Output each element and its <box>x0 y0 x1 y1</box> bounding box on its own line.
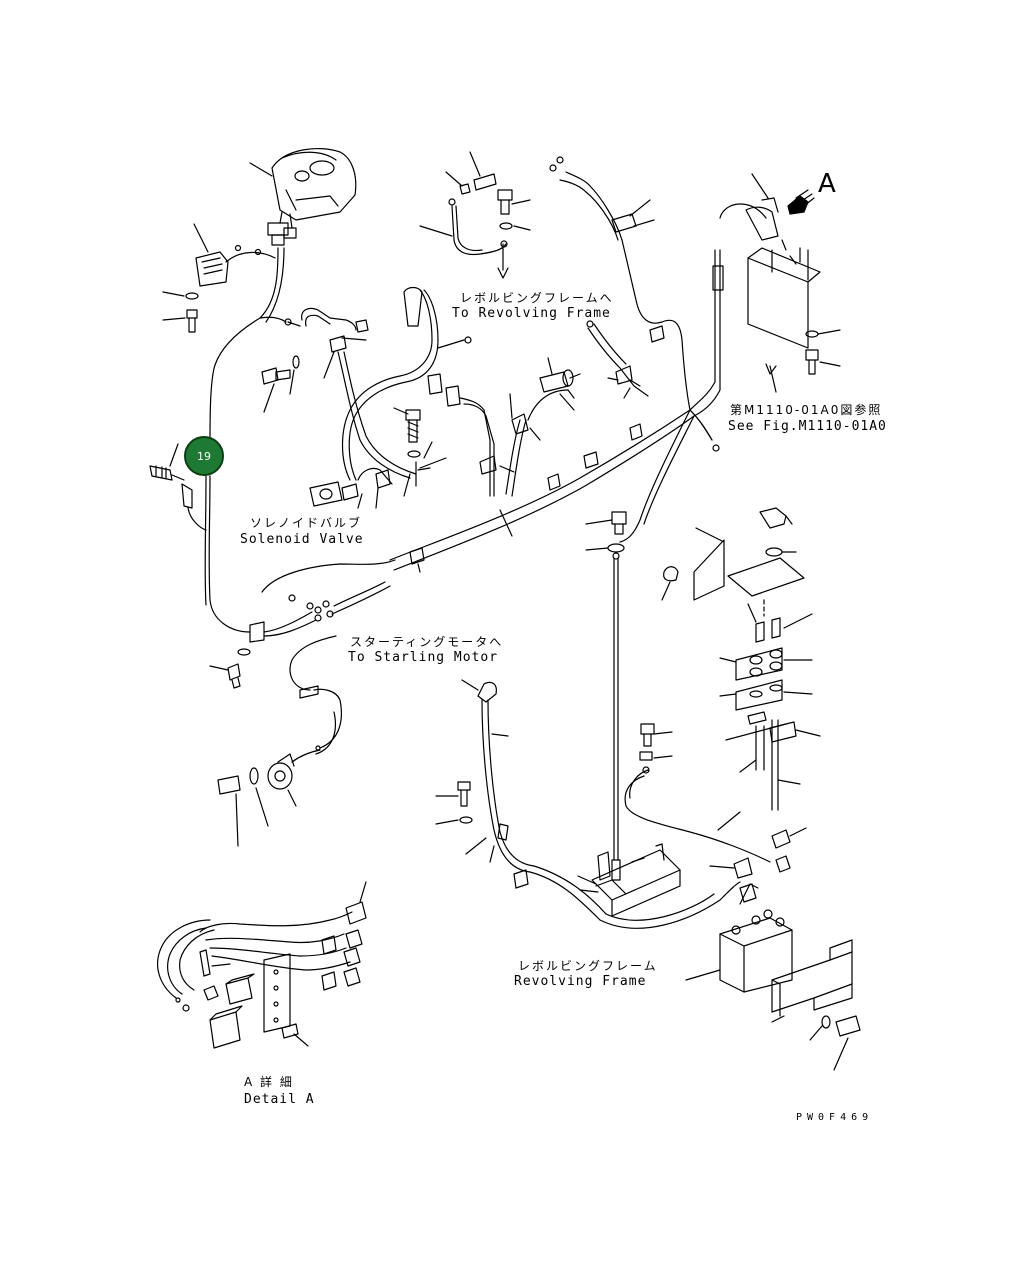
detail-a-jp-label: A 詳 細 <box>244 1075 294 1089</box>
view-marker-label: A <box>818 169 836 199</box>
starting-motor-jp-label: スターティングモータへ <box>350 635 504 649</box>
relay-connector <box>193 223 276 287</box>
see-fig-en-label: See Fig.M1110-01A0 <box>728 419 887 434</box>
bolt-center-left <box>261 355 300 413</box>
monitor-panel <box>249 147 357 246</box>
connector-cluster <box>261 559 396 622</box>
revolving-bottom-en-label: Revolving Frame <box>514 974 647 989</box>
left-harness <box>204 247 301 633</box>
battery-bracket-right <box>771 939 861 1071</box>
revolving-bottom-jp-label: レボルビングフレーム <box>518 959 658 973</box>
solenoid-valve <box>309 467 393 509</box>
view-a-arrow <box>787 189 815 215</box>
revolving-top-jp-label: レボルビングフレームへ <box>460 291 614 305</box>
drawing-code: PW0F469 <box>796 1112 874 1123</box>
lower-left-bracket <box>209 611 317 689</box>
solenoid-en-label: Solenoid Valve <box>240 532 364 547</box>
battery-cable <box>599 723 807 929</box>
battery-tray <box>577 843 681 917</box>
ground-strap <box>585 511 627 881</box>
relays-center <box>393 373 495 497</box>
bolt-left-top <box>162 291 199 333</box>
see-fig-leader <box>689 409 713 441</box>
right-bracket-assembly <box>719 173 841 393</box>
main-harness <box>389 156 724 573</box>
branch-revolving-top <box>341 286 472 481</box>
ground-cable-top <box>419 151 531 279</box>
detail-a-en-label: Detail A <box>244 1092 315 1107</box>
pressure-sensor <box>149 443 207 531</box>
detail-a-assembly <box>157 881 367 1049</box>
horn <box>217 635 342 847</box>
clamp-right <box>586 320 695 543</box>
diode-clip <box>479 357 581 497</box>
battery <box>685 857 793 993</box>
callout-19[interactable]: 19 <box>184 436 224 476</box>
see-fig-jp-label: 第M1110-01A0図参照 <box>730 403 883 417</box>
starting-motor-cable <box>435 679 607 921</box>
revolving-top-en-label: To Revolving Frame <box>452 306 611 321</box>
battery-hold-hardware <box>661 507 821 811</box>
starting-motor-en-label: To Starling Motor <box>348 650 499 665</box>
solenoid-jp-label: ソレノイドバルブ <box>250 516 363 530</box>
clamp-group <box>301 307 417 479</box>
